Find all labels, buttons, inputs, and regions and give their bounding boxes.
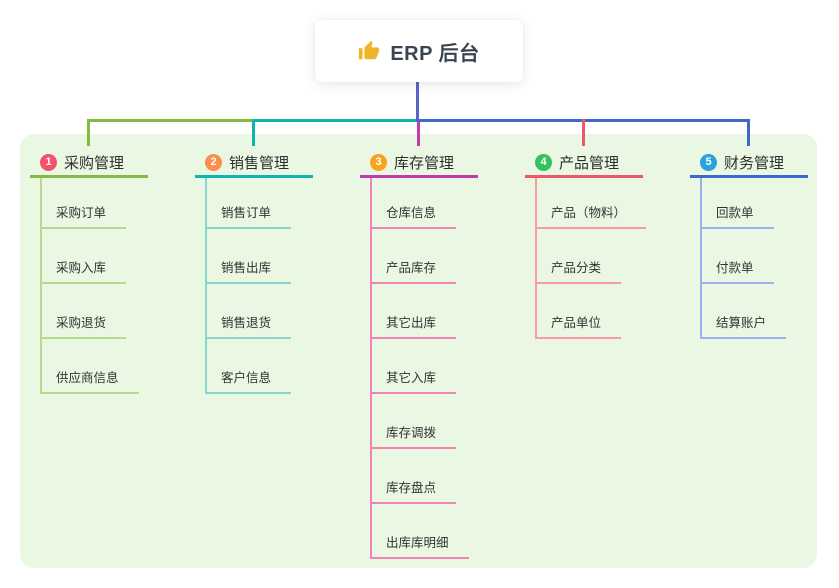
branch-drop-line (747, 119, 750, 146)
child-node[interactable]: 销售订单 (205, 203, 292, 229)
branch-number-badge: 2 (205, 154, 222, 171)
branch-label: 销售管理 (229, 155, 290, 172)
root-node[interactable]: ERP 后台 (315, 20, 523, 82)
branch-header-4[interactable]: 4 产品管理 (525, 150, 643, 178)
child-node[interactable]: 其它入库 (370, 368, 457, 394)
branch-drop-line (417, 122, 420, 146)
thumbs-up-icon (358, 40, 380, 62)
branch-number-badge: 4 (535, 154, 552, 171)
branch-drop-line (87, 119, 90, 146)
child-node[interactable]: 采购退货 (40, 313, 127, 339)
root-title: ERP 后台 (390, 42, 480, 65)
branch-label: 库存管理 (394, 155, 455, 172)
branch-header-1[interactable]: 1 采购管理 (30, 150, 148, 178)
branch-header-2[interactable]: 2 销售管理 (195, 150, 313, 178)
child-node[interactable]: 客户信息 (205, 368, 292, 394)
child-node[interactable]: 产品（物料） (535, 203, 647, 229)
child-node[interactable]: 采购入库 (40, 258, 127, 284)
branch-header-5[interactable]: 5 财务管理 (690, 150, 808, 178)
child-node[interactable]: 供应商信息 (40, 368, 139, 394)
branch-number-badge: 3 (370, 154, 387, 171)
child-node[interactable]: 产品单位 (535, 313, 622, 339)
branch-trunk-line (40, 178, 42, 394)
branch-bus-segment (87, 119, 252, 122)
child-node[interactable]: 库存调拨 (370, 423, 457, 449)
child-node[interactable]: 采购订单 (40, 203, 127, 229)
branch-header-3[interactable]: 3 库存管理 (360, 150, 478, 178)
child-node[interactable]: 回款单 (700, 203, 774, 229)
branch-trunk-line (700, 178, 702, 339)
child-node[interactable]: 库存盘点 (370, 478, 457, 504)
child-node[interactable]: 销售出库 (205, 258, 292, 284)
branch-number-badge: 1 (40, 154, 57, 171)
child-node[interactable]: 销售退货 (205, 313, 292, 339)
branch-number-badge: 5 (700, 154, 717, 171)
mindmap-panel (20, 134, 817, 568)
branch-trunk-line (370, 178, 372, 559)
child-node[interactable]: 产品库存 (370, 258, 457, 284)
root-connector-line (416, 82, 419, 122)
branch-label: 采购管理 (64, 155, 125, 172)
branch-trunk-line (535, 178, 537, 339)
child-node[interactable]: 仓库信息 (370, 203, 457, 229)
branch-label: 财务管理 (724, 155, 785, 172)
branch-label: 产品管理 (559, 155, 620, 172)
child-node[interactable]: 付款单 (700, 258, 774, 284)
branch-trunk-line (205, 178, 207, 394)
branch-bus-segment (252, 119, 417, 122)
child-node[interactable]: 出库库明细 (370, 533, 469, 559)
branch-drop-line (252, 119, 255, 146)
branch-drop-line (582, 119, 585, 146)
child-node[interactable]: 结算账户 (700, 313, 787, 339)
child-node[interactable]: 产品分类 (535, 258, 622, 284)
child-node[interactable]: 其它出库 (370, 313, 457, 339)
